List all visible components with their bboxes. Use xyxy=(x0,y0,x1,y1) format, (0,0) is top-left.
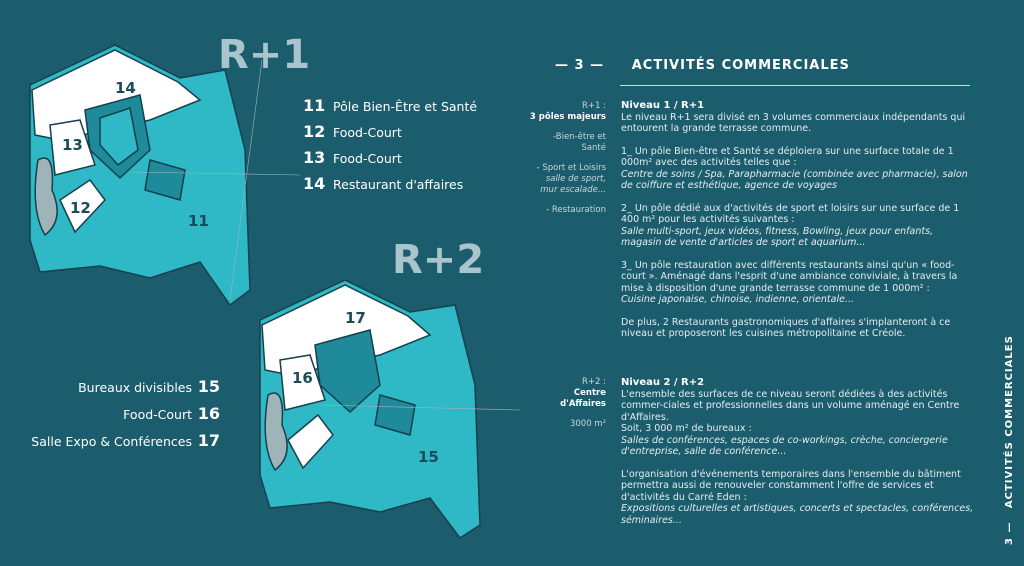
plan-r1 xyxy=(29,44,251,307)
unit-17: 17 xyxy=(345,309,366,327)
r1-description: Niveau 1 / R+1 Le niveau R+1 sera divisé… xyxy=(621,100,968,339)
r2-description: Niveau 2 / R+2 L'ensemble des surfaces d… xyxy=(621,377,974,526)
unit-12: 12 xyxy=(70,199,91,217)
vertical-section-label: 3 — ACTIVITÉS COMMERCIALES xyxy=(1004,335,1015,545)
floor-plans: 14 13 12 11 17 16 15 xyxy=(29,44,520,540)
level-r2-label: R+2 xyxy=(392,237,485,283)
r1-sidebar: R+1 :3 pôles majeurs -Bien-être et Santé… xyxy=(529,101,606,215)
r2-sidebar: R+2 :Centre d'Affaires 3000 m² xyxy=(560,377,606,429)
unit-14: 14 xyxy=(115,79,136,97)
plan-r2 xyxy=(259,279,481,540)
section-heading: — 3 — ACTIVITÉS COMMERCIALES xyxy=(555,58,850,73)
level-r1-label: R+1 xyxy=(218,32,311,78)
unit-16: 16 xyxy=(292,369,313,387)
divider xyxy=(620,85,970,86)
unit-11: 11 xyxy=(188,212,209,230)
section-title: ACTIVITÉS COMMERCIALES xyxy=(631,58,850,73)
unit-13: 13 xyxy=(62,136,83,154)
unit-15: 15 xyxy=(418,448,439,466)
